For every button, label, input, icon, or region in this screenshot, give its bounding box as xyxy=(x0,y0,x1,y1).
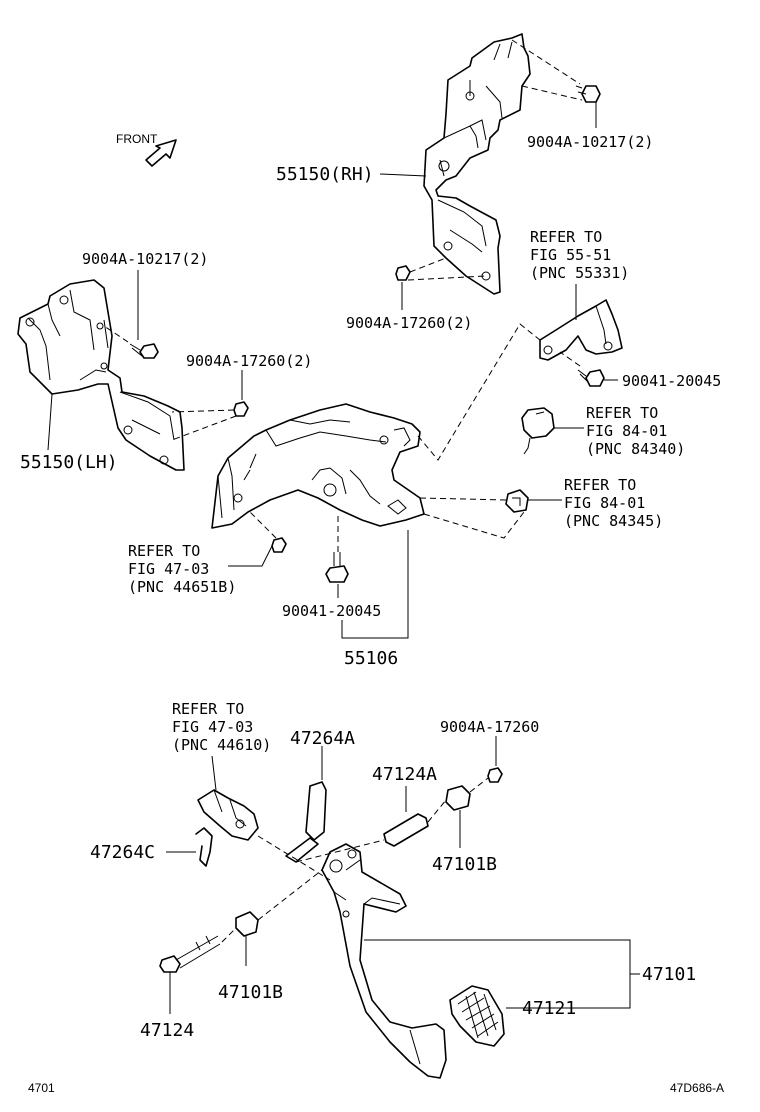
bracket-rh xyxy=(423,33,531,295)
refer-5551-line2: FIG 55-51 xyxy=(530,246,611,264)
label-bolt-top-right: 9004A-10217(2) xyxy=(527,133,653,151)
bolt-47124 xyxy=(159,935,221,973)
nut-pedal xyxy=(487,767,503,783)
nut-44651b xyxy=(271,537,287,553)
label-nut-pedal: 9004A-17260 xyxy=(440,718,539,736)
bushing-left xyxy=(235,911,259,937)
refer-8401a-line2: FIG 84-01 xyxy=(586,422,667,440)
refer-8401b-line1: REFER TO xyxy=(564,476,636,494)
refer-8401b-line3: (PNC 84345) xyxy=(564,512,663,530)
refer-5551-line3: (PNC 55331) xyxy=(530,264,629,282)
bracket-55331 xyxy=(539,299,623,361)
switch-84345 xyxy=(505,489,529,513)
label-nut-rh: 9004A-17260(2) xyxy=(346,314,472,332)
refer-8401a-line3: (PNC 84340) xyxy=(586,440,685,458)
refer-4703a-line1: REFER TO xyxy=(128,542,200,560)
refer-8401b-line2: FIG 84-01 xyxy=(564,494,645,512)
bushing-right xyxy=(445,785,471,811)
refer-4703b-line2: FIG 47-03 xyxy=(172,718,253,736)
label-bracket-lh: 55150(LH) xyxy=(20,452,118,473)
pedal-pad-47121 xyxy=(449,985,505,1047)
pedal-support-55106 xyxy=(211,403,425,529)
front-label: FRONT xyxy=(116,132,158,146)
label-bolt-right-mid: 90041-20045 xyxy=(622,372,721,390)
label-collar: 47124A xyxy=(372,764,437,785)
label-bolt-center: 90041-20045 xyxy=(282,602,381,620)
collar-47124a xyxy=(383,813,429,847)
stop-lamp-switch-84340 xyxy=(521,407,555,455)
label-pedal: 47101 xyxy=(642,964,696,985)
refer-5551-line1: REFER TO xyxy=(530,228,602,246)
refer-4703b-line1: REFER TO xyxy=(172,700,244,718)
page-code: 4701 xyxy=(28,1081,55,1095)
bolt-rh-top xyxy=(575,85,601,103)
refer-8401a-line1: REFER TO xyxy=(586,404,658,422)
nut-lh xyxy=(233,401,249,417)
clip-47264c xyxy=(195,827,213,867)
bolt-center xyxy=(325,552,349,583)
refer-4703a-line3: (PNC 44651B) xyxy=(128,578,236,596)
label-clip: 47264C xyxy=(90,842,155,863)
label-bushing-right: 47101B xyxy=(432,854,497,875)
front-arrow xyxy=(145,139,177,167)
bracket-lh xyxy=(17,279,185,471)
drawing-code: 47D686-A xyxy=(670,1081,724,1095)
label-pin: 47264A xyxy=(290,728,355,749)
bolt-lh xyxy=(129,343,159,359)
brake-pedal-47101 xyxy=(321,843,447,1079)
label-bolt-pedal: 47124 xyxy=(140,1020,194,1041)
refer-4703a-line2: FIG 47-03 xyxy=(128,560,209,578)
refer-4703b-line3: (PNC 44610) xyxy=(172,736,271,754)
pin-47264a xyxy=(285,781,327,863)
clevis-44610 xyxy=(197,789,259,841)
label-support: 55106 xyxy=(344,648,398,669)
label-bolt-left: 9004A-10217(2) xyxy=(82,250,208,268)
label-bracket-rh: 55150(RH) xyxy=(276,164,374,185)
bolt-right-mid xyxy=(577,369,605,387)
nut-rh xyxy=(395,265,411,281)
label-bushing-left: 47101B xyxy=(218,982,283,1003)
label-nut-lh: 9004A-17260(2) xyxy=(186,352,312,370)
label-pad: 47121 xyxy=(522,998,576,1019)
